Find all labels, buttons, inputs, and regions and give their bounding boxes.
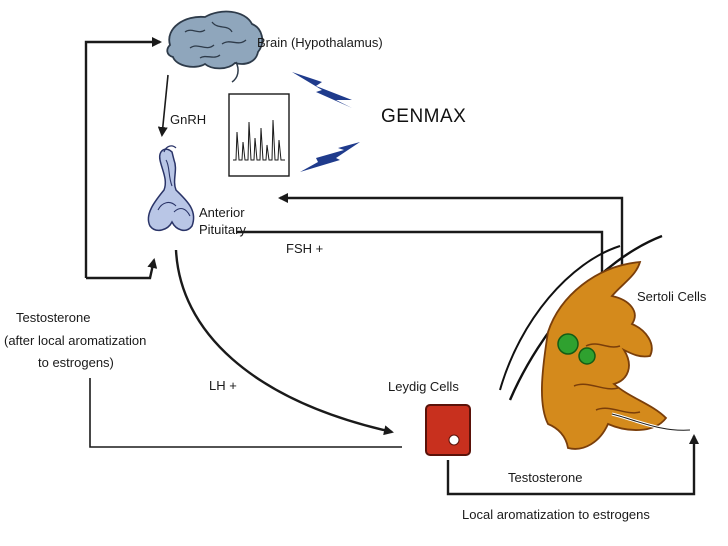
nucleus-2	[578, 347, 596, 365]
leydig-to-feedback-line	[89, 378, 402, 448]
pituitary-icon	[147, 145, 195, 232]
nucleus-1	[557, 333, 579, 355]
sertoli-label: Sertoli Cells	[637, 289, 707, 304]
leydig-label: Leydig Cells	[388, 379, 459, 394]
leydig-cell-icon	[425, 404, 471, 456]
brain-icon	[166, 10, 264, 83]
sertoli-to-pituitary-arrow	[278, 193, 624, 280]
feedback-to-brain-arrow	[84, 37, 162, 278]
lightning-bolt-icon	[292, 72, 360, 172]
testosterone-feedback-label-line1: Testosterone	[16, 310, 90, 325]
local-aromatization-label: Local aromatization to estrogens	[462, 507, 650, 522]
gnrh-arrow	[157, 74, 169, 137]
anterior-label: Anterior	[199, 205, 245, 220]
brain-label: Brain (Hypothalamus)	[257, 35, 383, 50]
lh-arrow	[174, 249, 394, 436]
testosterone-label: Testosterone	[508, 470, 582, 485]
testosterone-feedback-label-line2: (after local aromatization	[4, 333, 146, 348]
gnrh-label: GnRH	[170, 112, 206, 127]
tubule-wall-inner	[499, 245, 621, 391]
sertoli-cell-icon	[541, 260, 691, 450]
fsh-label: FSH +	[286, 241, 323, 256]
pituitary-label: Pituitary	[199, 222, 246, 237]
feedback-to-pituitary-arrow	[86, 258, 158, 280]
gnrh-pulse-graph	[228, 93, 290, 177]
lh-label: LH +	[209, 378, 237, 393]
testosterone-arrow	[446, 434, 699, 496]
brand-title: GENMAX	[381, 106, 466, 127]
testosterone-feedback-label-line3: to estrogens)	[38, 355, 114, 370]
